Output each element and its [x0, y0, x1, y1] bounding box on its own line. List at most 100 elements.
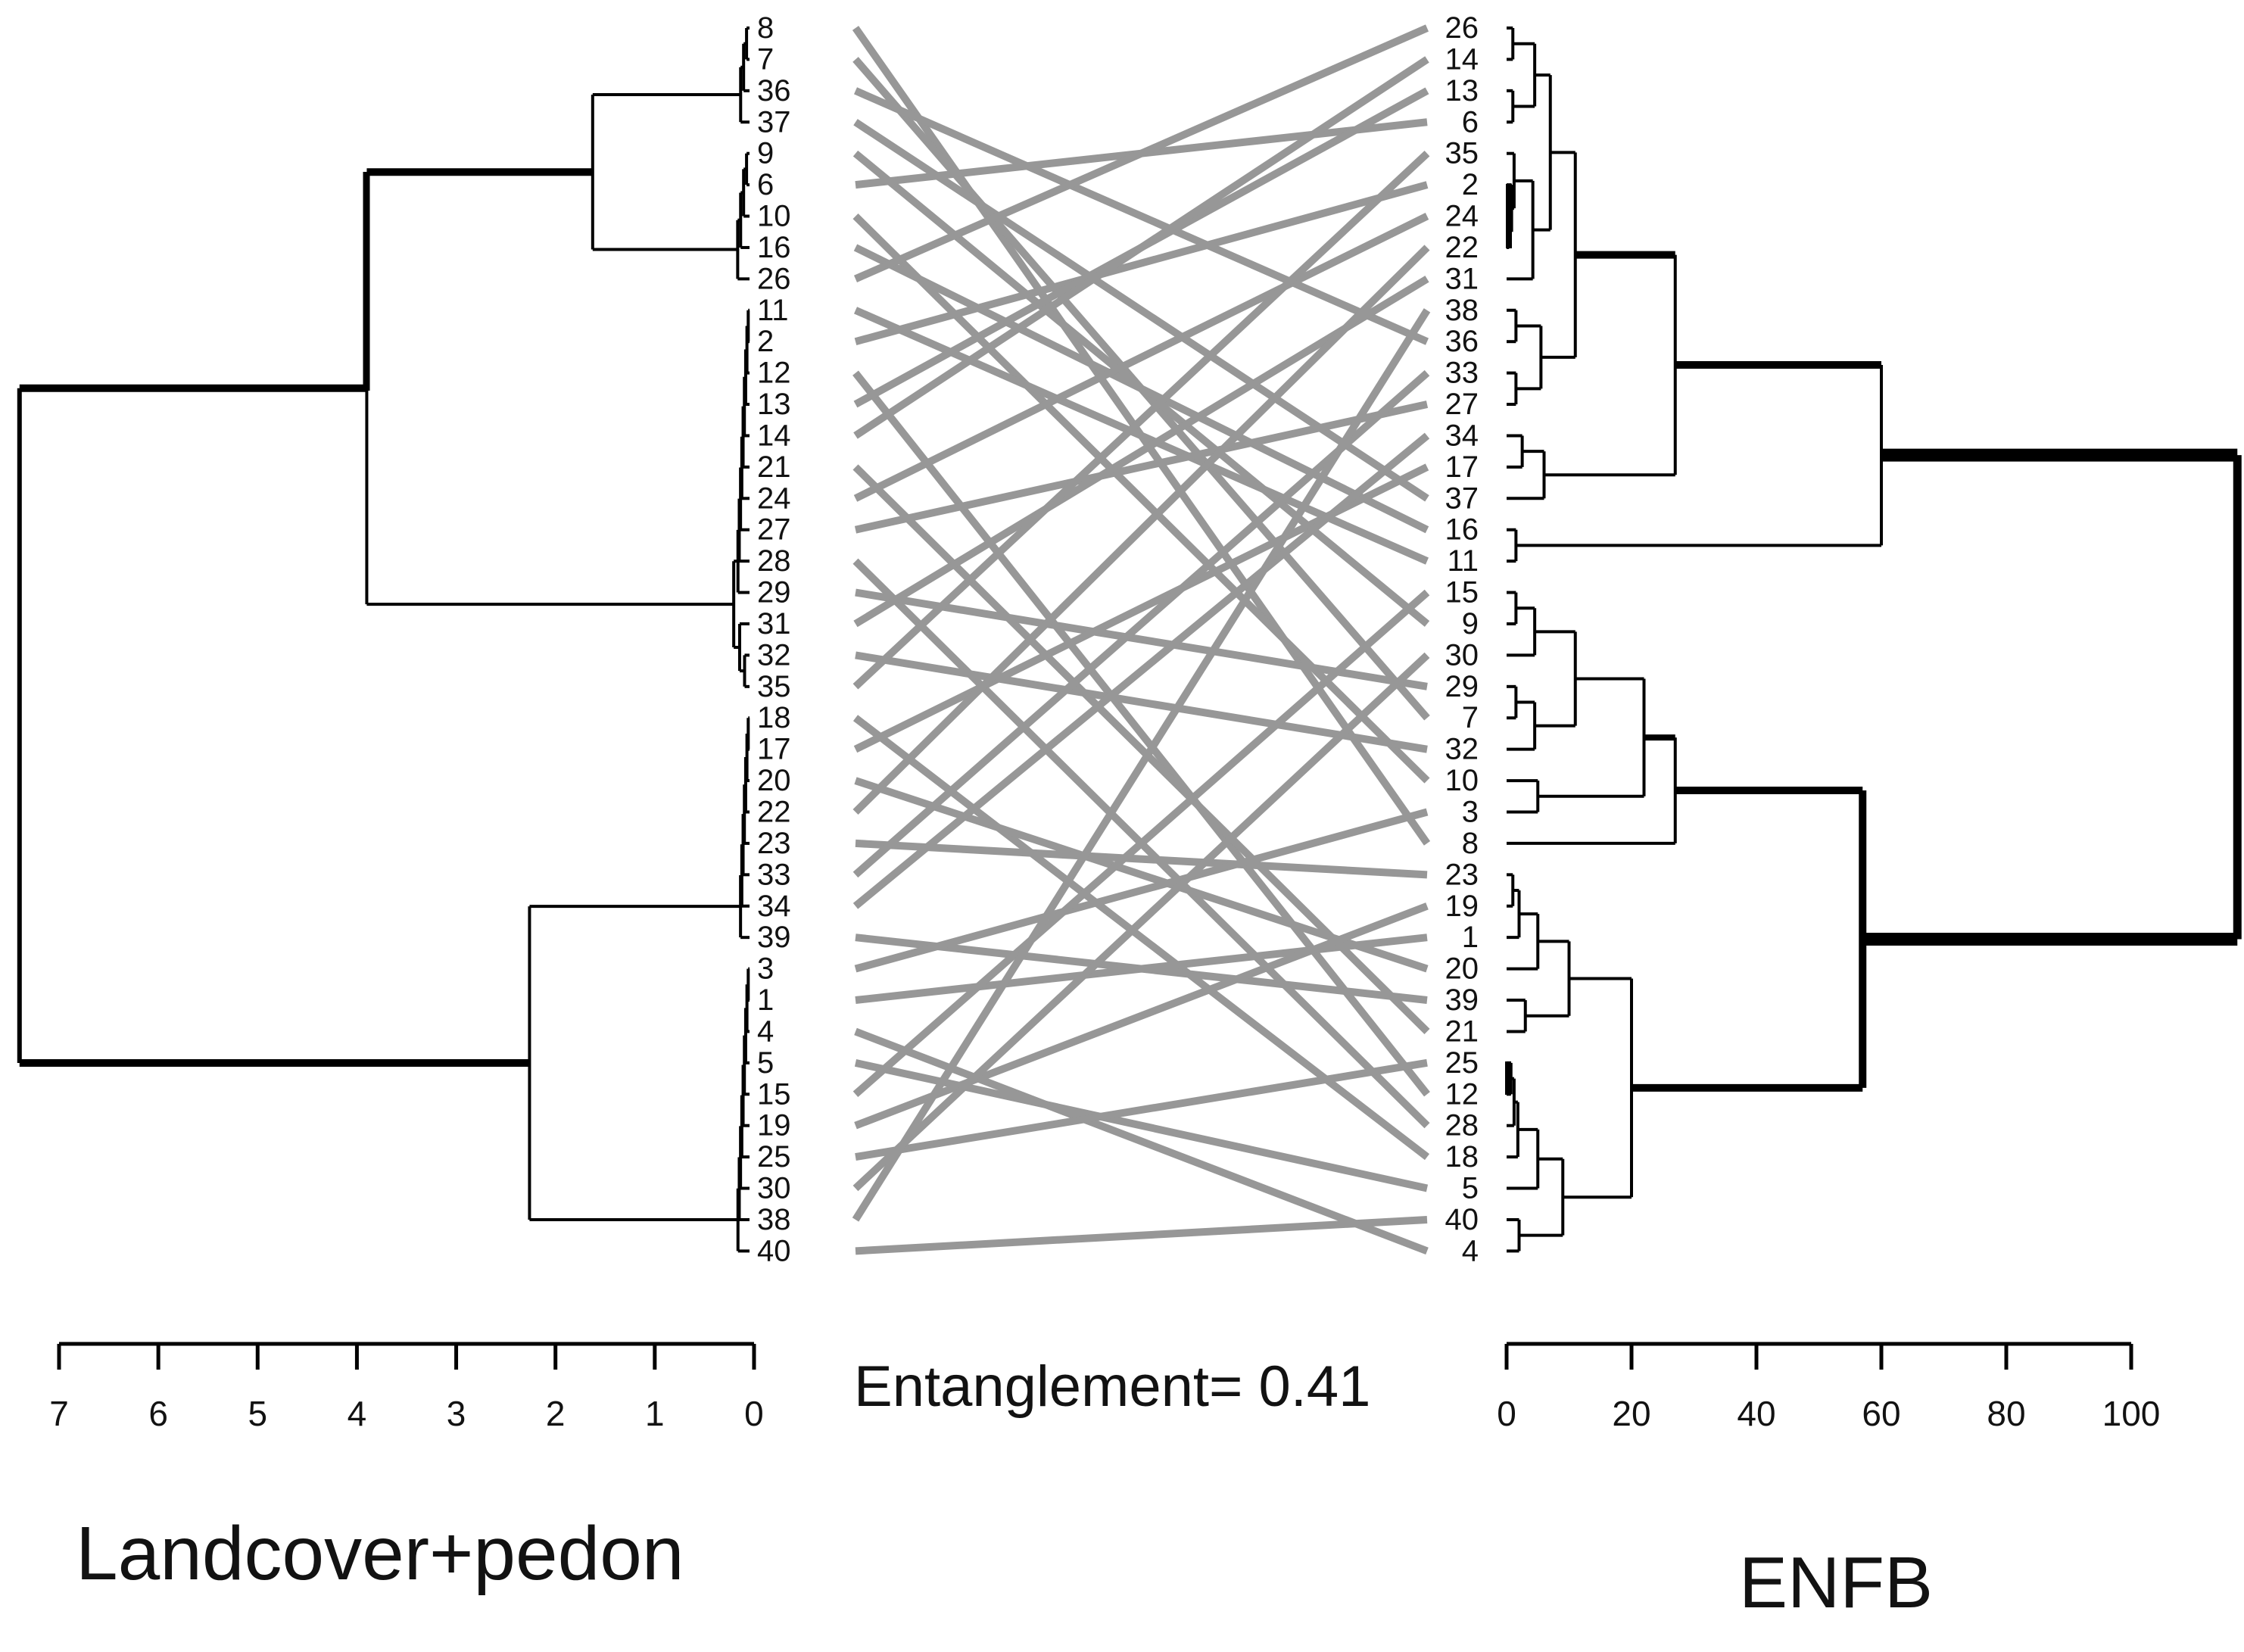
axis-tick-label: 5 [248, 1394, 267, 1433]
right-leaf-label-20: 20 [1445, 952, 1479, 986]
axis-tick-label: 80 [1987, 1394, 2025, 1433]
axis-tick-label: 40 [1737, 1394, 1775, 1433]
connector-line-35 [852, 151, 1430, 690]
connector-line-25 [855, 1058, 1428, 1161]
left-leaf-label-20: 20 [757, 764, 791, 797]
right-leaf-label-10: 10 [1445, 764, 1479, 797]
left-leaf-label-21: 21 [757, 450, 791, 484]
left-leaf-label-39: 39 [757, 921, 791, 954]
right-leaf-label-30: 30 [1445, 638, 1479, 672]
right-leaf-label-22: 22 [1445, 231, 1479, 264]
connector-line-37 [853, 119, 1429, 502]
left-leaf-label-37: 37 [757, 105, 791, 139]
connector-line-22 [852, 245, 1430, 815]
connector-lines [852, 24, 1431, 1255]
right-leaf-label-14: 14 [1445, 42, 1479, 76]
right-leaf-label-6: 6 [1462, 105, 1479, 139]
connector-line-34 [852, 432, 1430, 909]
connector-line-1 [855, 934, 1428, 1004]
left-leaf-label-10: 10 [757, 200, 791, 233]
right-leaf-label-8: 8 [1462, 827, 1479, 860]
right-leaf-label-13: 13 [1445, 74, 1479, 108]
right-leaf-label-27: 27 [1445, 388, 1479, 421]
left-leaf-label-27: 27 [757, 513, 791, 547]
right-leaf-label-5: 5 [1462, 1172, 1479, 1205]
connector-line-16 [853, 244, 1429, 534]
right-leaf-label-24: 24 [1445, 200, 1479, 233]
connector-line-36 [853, 87, 1429, 345]
axis-tick-label: 100 [2102, 1394, 2161, 1433]
connector-line-23 [855, 839, 1428, 879]
right-leaf-label-38: 38 [1445, 294, 1479, 327]
left-leaf-label-30: 30 [757, 1172, 791, 1205]
left-leaf-label-22: 22 [757, 796, 791, 829]
left-leaf-label-16: 16 [757, 231, 791, 264]
right-leaf-label-25: 25 [1445, 1046, 1479, 1080]
axis-tick-label: 20 [1612, 1394, 1650, 1433]
left-leaf-label-32: 32 [757, 638, 791, 672]
axis-tick-label: 3 [447, 1394, 466, 1433]
left-dendrogram [17, 26, 750, 1253]
connector-line-24 [853, 213, 1429, 502]
left-leaf-label-1: 1 [757, 983, 774, 1017]
right-leaf-label-3: 3 [1462, 796, 1479, 829]
right-leaf-label-26: 26 [1445, 11, 1479, 45]
connector-line-40 [855, 1215, 1428, 1255]
right-leaf-label-32: 32 [1445, 733, 1479, 766]
left-leaf-label-25: 25 [757, 1140, 791, 1174]
connector-line-19 [854, 902, 1429, 1130]
right-leaf-label-18: 18 [1445, 1140, 1479, 1174]
right-leaf-label-31: 31 [1445, 262, 1479, 295]
right-leaf-label-33: 33 [1445, 357, 1479, 390]
right-leaf-label-1: 1 [1462, 921, 1479, 954]
right-dendrogram-title: ENFB [1739, 1542, 1934, 1623]
connector-line-30 [852, 652, 1430, 1192]
left-leaf-label-24: 24 [757, 482, 791, 515]
connector-line-12 [852, 370, 1430, 1097]
right-leaf-label-23: 23 [1445, 858, 1479, 891]
connector-line-26 [853, 24, 1429, 282]
right-dendrogram [1505, 26, 2242, 1253]
right-leaf-label-37: 37 [1445, 482, 1479, 515]
left-leaf-label-29: 29 [757, 576, 791, 609]
right-leaf-label-28: 28 [1445, 1109, 1479, 1142]
right-leaf-label-34: 34 [1445, 419, 1479, 452]
right-leaf-label-16: 16 [1445, 513, 1479, 547]
left-leaf-label-13: 13 [757, 388, 791, 421]
connector-line-14 [853, 56, 1429, 439]
right-leaf-label-39: 39 [1445, 983, 1479, 1017]
connector-line-3 [854, 808, 1429, 973]
axis-tick-label: 0 [744, 1394, 764, 1433]
right-leaf-label-17: 17 [1445, 450, 1479, 484]
left-leaf-label-15: 15 [757, 1077, 791, 1111]
right-leaf-label-11: 11 [1447, 544, 1479, 578]
left-leaf-label-12: 12 [757, 357, 791, 390]
connector-line-20 [854, 777, 1429, 973]
axis-tick-label: 6 [148, 1394, 168, 1433]
left-leaf-label-28: 28 [757, 544, 791, 578]
axis-tick-label: 7 [49, 1394, 69, 1433]
connector-line-2 [854, 181, 1429, 346]
right-leaf-label-19: 19 [1445, 890, 1479, 923]
left-leaf-label-36: 36 [757, 74, 791, 108]
left-leaf-label-8: 8 [757, 11, 774, 45]
connector-line-27 [854, 401, 1429, 534]
axis-tick-label: 4 [348, 1394, 367, 1433]
left-leaf-label-9: 9 [757, 137, 774, 170]
connector-line-29 [855, 588, 1428, 690]
right-leaf-label-21: 21 [1445, 1015, 1479, 1048]
axis-tick-label: 60 [1862, 1394, 1900, 1433]
left-leaf-label-38: 38 [757, 1203, 791, 1236]
right-leaf-label-12: 12 [1445, 1077, 1479, 1111]
left-leaf-label-5: 5 [757, 1046, 774, 1080]
left-leaf-label-23: 23 [757, 827, 791, 860]
left-leaf-label-18: 18 [757, 701, 791, 734]
left-leaf-label-40: 40 [757, 1234, 791, 1267]
right-leaf-label-36: 36 [1445, 325, 1479, 358]
left-leaf-label-26: 26 [757, 262, 791, 295]
connector-line-32 [855, 651, 1428, 753]
right-leaf-label-15: 15 [1445, 576, 1479, 609]
